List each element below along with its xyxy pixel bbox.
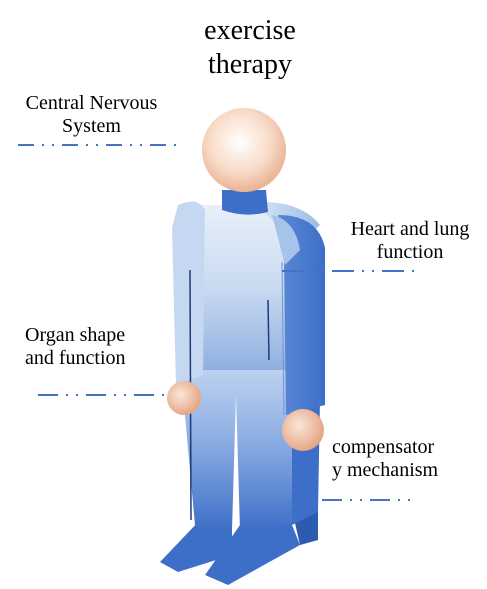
label-heart-line-1: Heart and lung bbox=[335, 218, 485, 241]
label-comp-line-2: y mechanism bbox=[332, 459, 482, 482]
title-line-1: exercise bbox=[145, 14, 355, 48]
label-organ-line-2: and function bbox=[25, 347, 165, 370]
head bbox=[202, 108, 286, 192]
label-organ-shape-function: Organ shape and function bbox=[25, 324, 165, 370]
collar bbox=[222, 190, 268, 215]
right-hand bbox=[282, 409, 324, 451]
title-line-2: therapy bbox=[145, 48, 355, 82]
label-organ-line-1: Organ shape bbox=[25, 324, 165, 347]
label-heart-line-2: function bbox=[335, 241, 485, 264]
label-central-nervous-system: Central Nervous System bbox=[10, 92, 173, 138]
label-heart-lung-function: Heart and lung function bbox=[335, 218, 485, 264]
diagram-title: exercise therapy bbox=[145, 14, 355, 81]
label-comp-line-1: compensator bbox=[332, 436, 482, 459]
left-hand bbox=[167, 381, 201, 415]
label-cns-line-2: System bbox=[10, 115, 173, 138]
label-cns-line-1: Central Nervous bbox=[10, 92, 173, 115]
label-compensatory-mechanism: compensator y mechanism bbox=[332, 436, 482, 482]
